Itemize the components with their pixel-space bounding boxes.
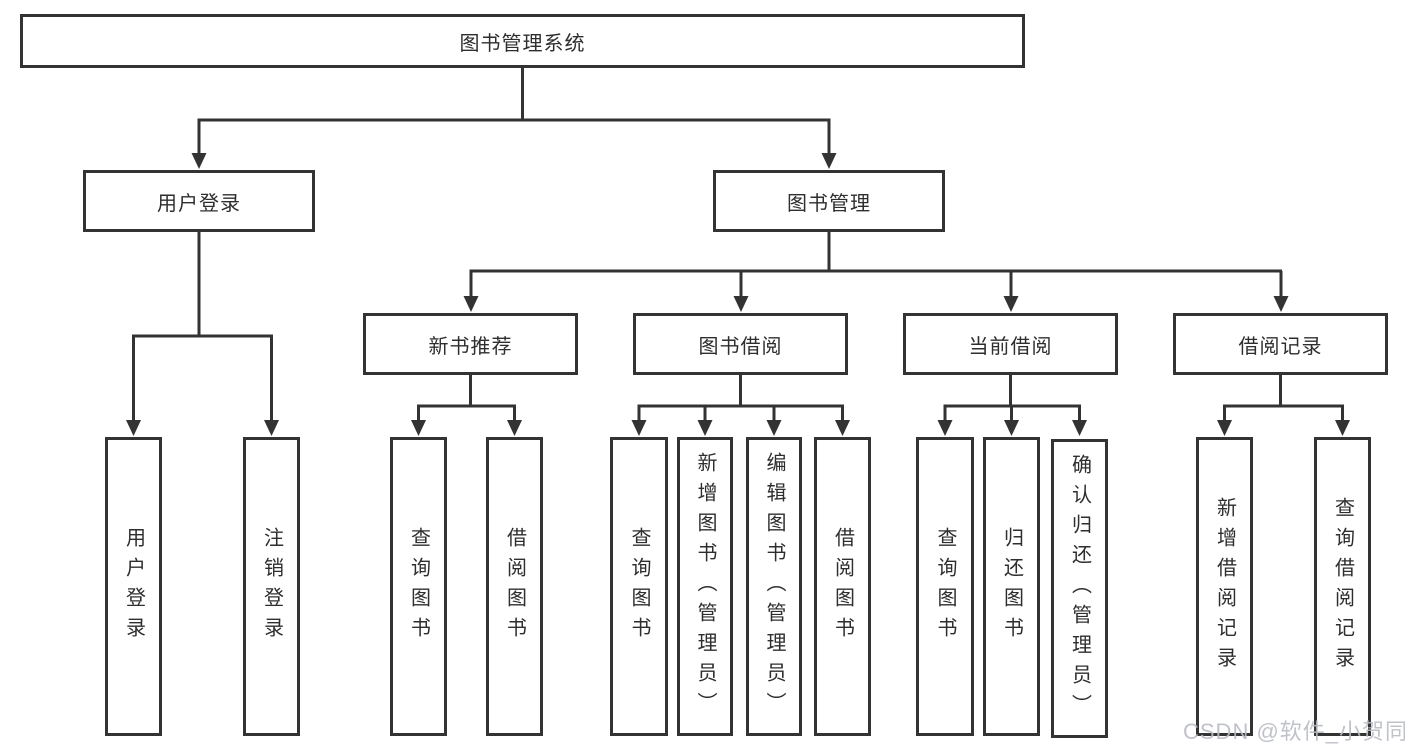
leaf-return-books-label: 归还图书 xyxy=(1000,526,1023,647)
leaf-query-borrow-record: 查询借阅记录 xyxy=(1314,437,1371,736)
leaf-user-login-label: 用户登录 xyxy=(122,526,145,647)
leaf-query-books-3-label: 查询图书 xyxy=(934,526,956,647)
node-book-borrow-label: 图书借阅 xyxy=(698,335,783,358)
node-user-login-label: 用户登录 xyxy=(157,192,241,215)
leaf-query-books-3: 查询图书 xyxy=(916,437,974,736)
leaf-query-borrow-record-label: 查询借阅记录 xyxy=(1331,496,1354,677)
leaf-query-books-1-label: 查询图书 xyxy=(407,526,430,647)
leaf-query-books-1: 查询图书 xyxy=(390,437,447,736)
node-library-management-system: 图书管理系统 xyxy=(20,14,1025,68)
node-current-borrow: 当前借阅 xyxy=(903,313,1118,375)
node-borrow-records-label: 借阅记录 xyxy=(1238,335,1323,358)
node-book-borrow: 图书借阅 xyxy=(633,313,848,375)
leaf-query-books-2: 查询图书 xyxy=(610,437,668,736)
leaf-return-books: 归还图书 xyxy=(983,437,1040,736)
leaf-add-books-admin-label: 新增图书（管理员） xyxy=(694,451,716,722)
node-new-book-recommend-label: 新书推荐 xyxy=(428,335,513,358)
node-current-borrow-label: 当前借阅 xyxy=(968,335,1053,358)
leaf-borrow-books-2: 借阅图书 xyxy=(814,437,871,736)
leaf-logout: 注销登录 xyxy=(243,437,300,736)
leaf-add-borrow-record: 新增借阅记录 xyxy=(1196,437,1253,736)
leaf-borrow-books-1: 借阅图书 xyxy=(486,437,543,736)
leaf-user-login: 用户登录 xyxy=(105,437,162,736)
leaf-logout-label: 注销登录 xyxy=(260,526,283,647)
leaf-borrow-books-2-label: 借阅图书 xyxy=(831,526,854,647)
node-book-management: 图书管理 xyxy=(713,170,945,232)
csdn-watermark: CSDN @软件_小贺同学 xyxy=(1183,719,1405,744)
node-new-book-recommend: 新书推荐 xyxy=(363,313,578,375)
leaf-confirm-return-admin: 确认归还（管理员） xyxy=(1051,439,1108,738)
leaf-add-borrow-record-label: 新增借阅记录 xyxy=(1213,496,1236,677)
node-user-login: 用户登录 xyxy=(83,170,315,232)
leaf-edit-books-admin-label: 编辑图书（管理员） xyxy=(763,451,785,722)
node-borrow-records: 借阅记录 xyxy=(1173,313,1388,375)
node-library-management-system-label: 图书管理系统 xyxy=(459,32,586,55)
node-book-management-label: 图书管理 xyxy=(787,192,871,215)
leaf-query-books-2-label: 查询图书 xyxy=(628,526,650,647)
leaf-confirm-return-admin-label: 确认归还（管理员） xyxy=(1068,453,1091,724)
leaf-borrow-books-1-label: 借阅图书 xyxy=(503,526,526,647)
leaf-add-books-admin: 新增图书（管理员） xyxy=(677,437,733,736)
leaf-edit-books-admin: 编辑图书（管理员） xyxy=(746,437,802,736)
